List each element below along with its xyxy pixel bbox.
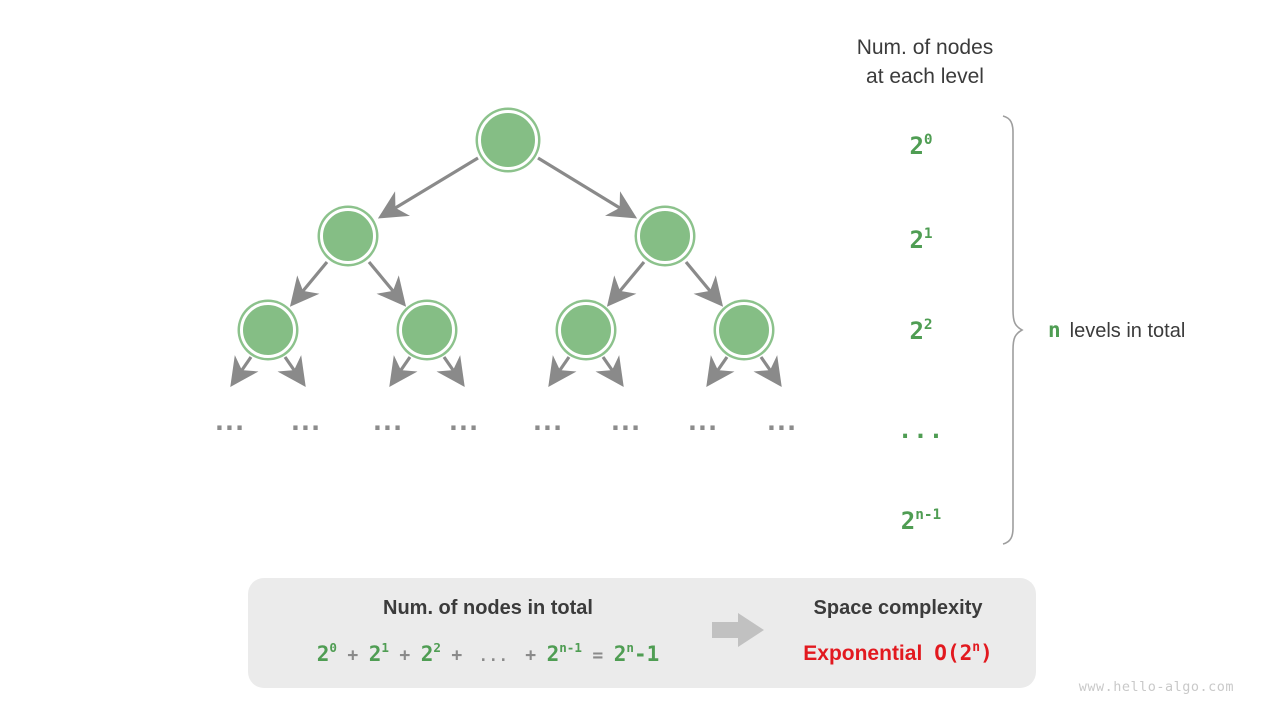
tree-ellipsis: ... [290, 408, 322, 436]
tree-ellipsis: ... [687, 408, 719, 436]
watermark: www.hello-algo.com [1078, 679, 1234, 695]
formula-equals: = [592, 645, 604, 666]
tree-ellipsis: ... [766, 408, 798, 436]
tree-edge [377, 156, 479, 219]
term-base: 2 [613, 642, 627, 666]
tree-edge [537, 156, 638, 219]
level-count-label-1: 21 [858, 221, 984, 254]
total-nodes-title: Num. of nodes in total [383, 597, 593, 619]
tree-edge [289, 260, 329, 307]
tree-node [240, 302, 296, 358]
term-exponent: n-1 [559, 640, 582, 656]
term-exponent: 2 [433, 640, 441, 656]
formula-operator: + [451, 645, 463, 666]
formula-operator: + [399, 645, 411, 666]
side-header: Num. of nodes at each level [818, 33, 1032, 91]
space-complexity-value: Exponential O(2n) [753, 634, 1043, 671]
tree-edge [706, 355, 735, 387]
formula-term: 21 [368, 640, 389, 666]
level-count-label-0: 20 [858, 127, 984, 160]
formula-ellipsis: ... [478, 647, 509, 665]
level-base: 2 [909, 132, 924, 160]
term-exponent: 1 [381, 640, 389, 656]
formula-term: 2n-1 [546, 640, 582, 666]
tree-edge [753, 355, 782, 387]
side-header-line2: at each level [866, 65, 984, 88]
level-base: 2 [900, 507, 916, 535]
big-o-exponent: n [972, 640, 981, 656]
level-exponent: 2 [923, 317, 933, 334]
level-exponent: 0 [923, 132, 933, 149]
level-count-ellipsis: ... [897, 416, 945, 444]
implies-arrow-icon [712, 613, 764, 647]
tree-ellipsis: ... [448, 408, 480, 436]
space-complexity-title: Space complexity [813, 597, 983, 619]
tree-node [399, 302, 455, 358]
term-base: 2 [368, 642, 382, 666]
level-count-label-n: 2n-1 [858, 502, 984, 535]
tree-node-root [478, 110, 538, 170]
term-base: 2 [420, 642, 434, 666]
tree-node [716, 302, 772, 358]
formula-term: 20 [316, 640, 337, 666]
big-o-pre: O(2 [934, 641, 973, 665]
formula-operator: + [525, 645, 537, 666]
level-count-label-2: 22 [858, 312, 984, 345]
tree-edges-group [230, 156, 782, 387]
tree-ellipsis: ... [214, 408, 246, 436]
tree-edge [389, 355, 418, 387]
tree-edge [367, 260, 407, 307]
tree-ellipsis: ... [610, 408, 642, 436]
tree-edge [277, 355, 306, 387]
tree-edge [684, 260, 724, 307]
tree-node [558, 302, 614, 358]
tree-node [320, 208, 376, 264]
levels-total-text: levels in total [1069, 320, 1186, 342]
big-o-notation: O(2n) [934, 640, 993, 665]
tree-ellipsis: ... [372, 408, 404, 436]
term-base: 2 [316, 642, 330, 666]
side-header-line1: Num. of nodes [856, 36, 994, 59]
levels-total-label: n levels in total [1048, 316, 1248, 345]
brace-icon [1002, 115, 1024, 545]
tree-edge [230, 355, 259, 387]
tree-edge [548, 355, 577, 387]
level-exponent: 1 [923, 226, 933, 243]
formula-term: 22 [420, 640, 441, 666]
total-nodes-formula: 20 + 21 + 22 + ... + 2n-1 = 2n-1 [258, 634, 718, 672]
levels-total-n: n [1048, 318, 1061, 342]
complexity-word: Exponential [803, 642, 923, 665]
tree-edge [595, 355, 624, 387]
tree-node [637, 208, 693, 264]
term-exponent: n [626, 640, 634, 656]
level-base: 2 [909, 317, 924, 345]
formula-result: 2n-1 [613, 640, 660, 666]
term-base: 2 [546, 642, 560, 666]
big-o-post: ) [980, 641, 993, 665]
summary-box: Num. of nodes in total 20 + 21 + 22 + ..… [248, 578, 1036, 688]
formula-operator: + [347, 645, 359, 666]
tree-edge [606, 260, 646, 307]
term-rest: -1 [633, 642, 660, 666]
term-exponent: 0 [329, 640, 337, 656]
level-exponent: n-1 [915, 507, 942, 524]
tree-edge [436, 355, 465, 387]
level-base: 2 [909, 226, 924, 254]
tree-ellipsis: ... [532, 408, 564, 436]
